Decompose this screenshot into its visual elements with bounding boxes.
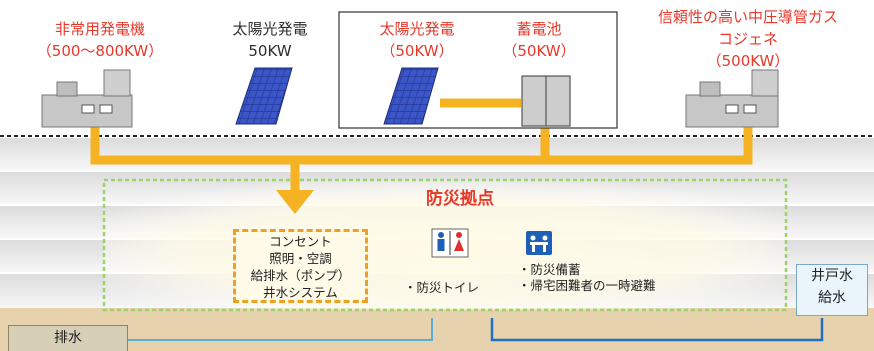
facility-item: コンセント [269, 234, 332, 249]
battery-name: 蓄電池 [516, 20, 562, 38]
cogeneration-label: 信頼性の高い中圧導管ガス コジェネ （500KW） [648, 6, 848, 72]
battery-capacity: （50KW） [502, 42, 576, 60]
well-water-line1: 井戸水 [811, 268, 853, 284]
solar-panel-icon [383, 67, 439, 125]
zone-title: 防災拠点 [426, 189, 494, 209]
solar-existing-label: 太陽光発電 50KW [215, 18, 325, 62]
facility-item: 照明・空調 [269, 251, 332, 266]
well-water-box: 井戸水 給水 [796, 264, 868, 316]
solar-panel-icon [235, 67, 293, 125]
new-equipment-frame [338, 11, 618, 129]
stockpile-item: ・帰宅困難者の一時避難 [518, 278, 656, 293]
solar-existing-name: 太陽光発電 [232, 20, 308, 38]
solar-new-label: 太陽光発電 （50KW） [362, 18, 472, 62]
emergency-generator-label: 非常用発電機 （500～800KW） [20, 18, 180, 62]
cogeneration-line1: 信頼性の高い中圧導管ガス [657, 8, 838, 26]
water-fountain-icon [526, 231, 552, 255]
solar-new-capacity: （50KW） [380, 42, 454, 60]
emergency-generator-name: 非常用発電機 [54, 20, 145, 38]
emergency-generator-capacity: （500～800KW） [36, 42, 164, 60]
battery-icon [521, 75, 571, 127]
restroom-icon [431, 228, 469, 258]
solar-existing-capacity: 50KW [248, 42, 292, 60]
battery-label: 蓄電池 （50KW） [484, 18, 594, 62]
toilet-label: ・防災トイレ [404, 280, 480, 295]
well-water-line2: 給水 [818, 290, 846, 306]
facility-item: 井水システム [263, 285, 338, 300]
stockpile-item: ・防災備蓄 [518, 262, 581, 277]
stockpile-list: ・防災備蓄 ・帰宅困難者の一時避難 [518, 262, 656, 294]
generator-icon [41, 69, 133, 128]
water-lines [128, 318, 824, 342]
facility-item: 給排水（ポンプ） [250, 268, 351, 283]
drainage-box: 排水 [8, 325, 128, 351]
solar-new-name: 太陽光発電 [379, 20, 455, 38]
cogeneration-line2: コジェネ [717, 30, 778, 48]
cogeneration-capacity: （500KW） [706, 52, 790, 70]
generator-icon [685, 69, 779, 128]
arrow-down-icon [276, 190, 314, 214]
facility-box: コンセント 照明・空調 給排水（ポンプ） 井水システム [233, 229, 368, 303]
